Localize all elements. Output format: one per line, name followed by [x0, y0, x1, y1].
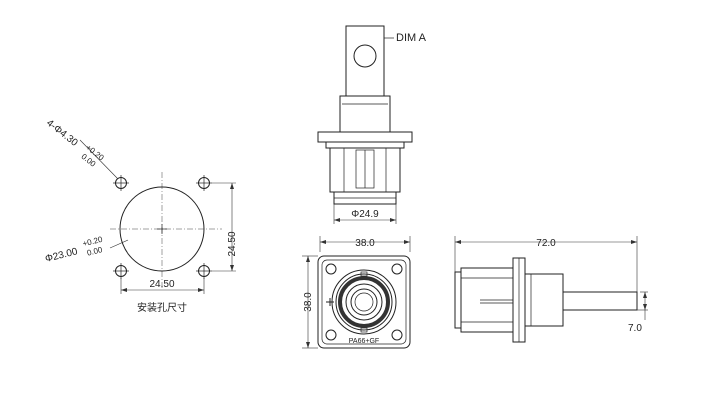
- small-hole: [113, 263, 129, 279]
- small-holes-callout: 4-Φ4.30: [44, 118, 80, 149]
- small-hole: [113, 175, 129, 191]
- small-hole: [196, 263, 212, 279]
- height-label: 38.0: [303, 292, 314, 312]
- mounting-caption: 安装孔尺寸: [137, 301, 187, 314]
- material-marking: PA66+GF: [349, 338, 379, 345]
- side-view: [317, 25, 413, 224]
- length-view: [454, 236, 648, 343]
- inner-ring: [338, 276, 390, 328]
- center-hole-callout: Φ23.00: [44, 246, 79, 265]
- horizontal-spacing-label: 24.50: [149, 279, 174, 290]
- mounting-hole-pattern: [79, 139, 236, 294]
- front-view: [302, 236, 411, 349]
- vertical-spacing-label: 24.50: [227, 231, 238, 256]
- diameter-label: Φ24.9: [351, 209, 379, 220]
- dim-a-label: DIM A: [396, 32, 427, 44]
- center-hole: [119, 186, 205, 272]
- length-label: 72.0: [536, 238, 556, 249]
- tab-hole: [353, 44, 377, 68]
- center-hole-tol-lower: 0.00: [86, 245, 104, 258]
- small-hole: [196, 175, 212, 191]
- width-label: 38.0: [355, 238, 375, 249]
- tab-thickness-label: 7.0: [628, 323, 642, 334]
